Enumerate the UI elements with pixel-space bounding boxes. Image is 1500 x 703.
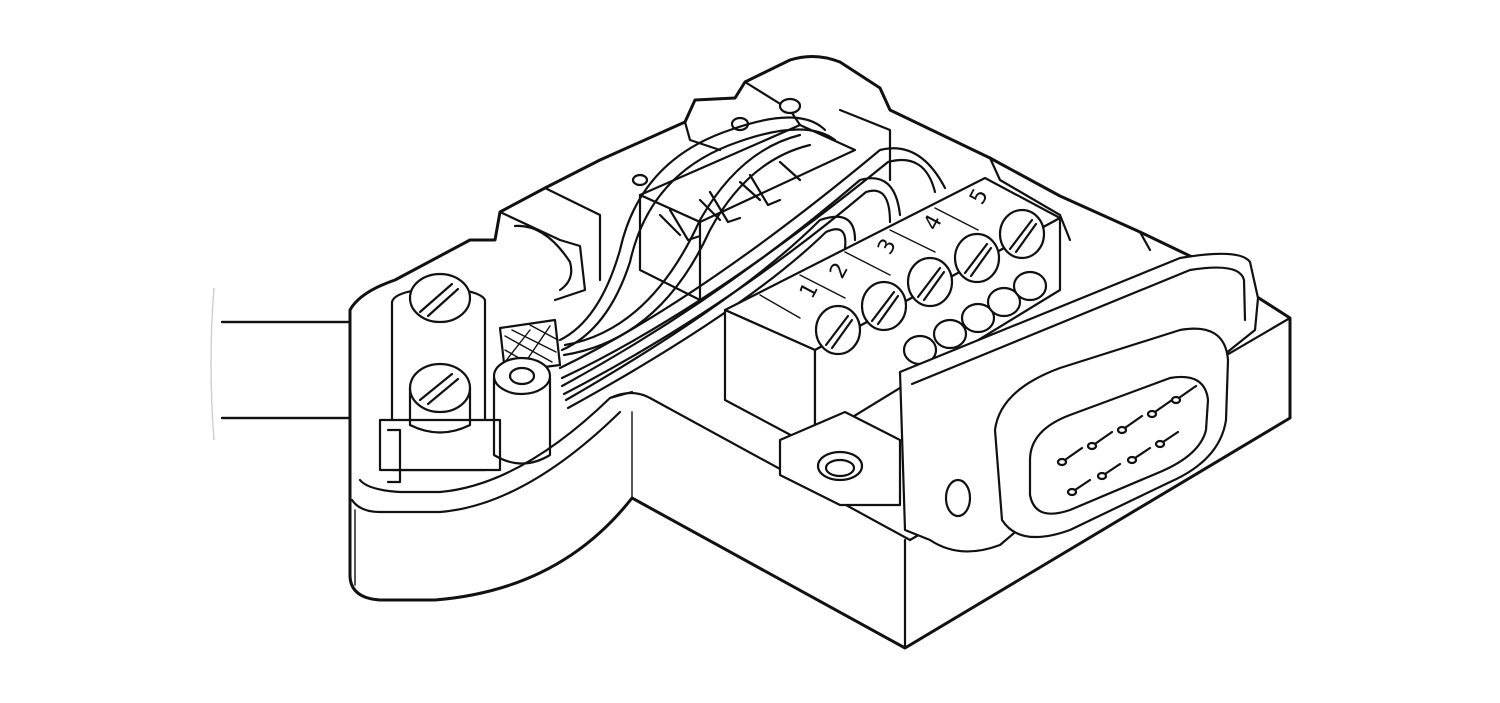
terminal-screw-5 bbox=[998, 208, 1046, 260]
mounting-hole bbox=[778, 410, 902, 507]
cable-clamp bbox=[378, 272, 502, 484]
terminal-block-rear bbox=[638, 123, 857, 302]
clamp-screw-top bbox=[408, 272, 472, 324]
dsub-pins bbox=[1056, 384, 1198, 497]
cable-shield bbox=[492, 318, 562, 465]
wires bbox=[558, 116, 947, 410]
clamp-screw-bottom bbox=[408, 362, 472, 434]
terminal-screw-1 bbox=[814, 304, 862, 356]
terminal-screw-3 bbox=[906, 256, 954, 308]
terminal-screw-2 bbox=[860, 280, 908, 332]
cable bbox=[210, 287, 372, 441]
dsub-connector bbox=[898, 252, 1260, 553]
terminal-screw-4 bbox=[953, 232, 1001, 284]
inner-walls bbox=[498, 80, 1152, 302]
lower-screw-row bbox=[902, 270, 1048, 366]
